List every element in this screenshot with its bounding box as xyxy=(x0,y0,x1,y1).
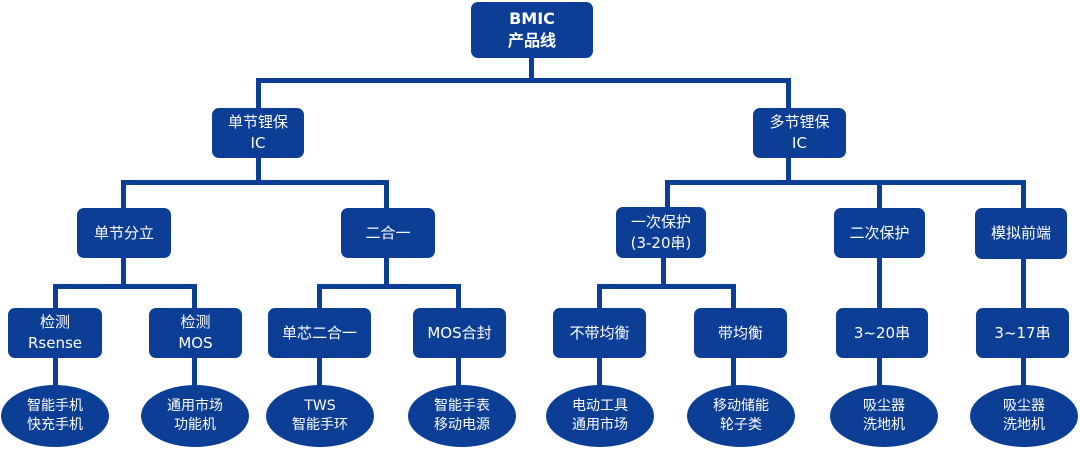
node-line1: 二合一 xyxy=(365,223,411,242)
connector xyxy=(786,158,791,182)
app-line1: 移动储能 xyxy=(713,398,769,414)
connector xyxy=(665,180,670,210)
connector xyxy=(53,284,58,310)
node-line2: MOS xyxy=(178,334,213,352)
connector xyxy=(877,180,882,210)
app-power-tools[interactable]: 电动工具 通用市场 xyxy=(546,385,654,447)
node-analog-frontend[interactable]: 模拟前端 xyxy=(975,208,1067,259)
app-line1: 通用市场 xyxy=(167,398,223,414)
node-line1: 一次保护 xyxy=(630,212,691,231)
app-energy-storage[interactable]: 移动储能 轮子类 xyxy=(687,385,795,447)
connector xyxy=(1021,258,1026,310)
connector xyxy=(1021,180,1026,210)
node-multi-cell-ic[interactable]: 多节锂保 IC xyxy=(753,108,846,158)
connector xyxy=(1021,358,1026,388)
connector xyxy=(317,284,322,310)
node-mos-package[interactable]: MOS合封 xyxy=(413,308,506,358)
connector xyxy=(665,180,1026,185)
app-line2: 通用市场 xyxy=(572,417,628,433)
node-line1: 3~17串 xyxy=(994,323,1051,342)
app-line2: 洗地机 xyxy=(863,417,905,433)
connector xyxy=(384,258,389,286)
node-line1: MOS合封 xyxy=(427,323,492,342)
connector xyxy=(877,258,882,310)
root-node-line2: 产品线 xyxy=(507,31,556,50)
connector xyxy=(256,78,791,83)
app-line2: 轮子类 xyxy=(720,417,762,433)
app-line2: 智能手环 xyxy=(292,417,348,433)
node-line1: 检测 xyxy=(39,313,70,331)
node-no-balancing[interactable]: 不带均衡 xyxy=(553,308,646,358)
node-single-chip-two-in-one[interactable]: 单芯二合一 xyxy=(268,308,371,358)
node-line1: 不带均衡 xyxy=(569,323,630,342)
node-line2: IC xyxy=(250,134,266,152)
app-line2: 移动电源 xyxy=(434,417,490,433)
node-3-17-series[interactable]: 3~17串 xyxy=(976,308,1069,358)
connector xyxy=(456,358,461,388)
connector xyxy=(256,158,261,182)
connector xyxy=(121,180,389,185)
node-line1: 模拟前端 xyxy=(990,224,1051,242)
app-floor-scrubber[interactable]: 吸尘器 洗地机 xyxy=(970,385,1078,447)
app-line2: 洗地机 xyxy=(1003,417,1045,433)
connector xyxy=(121,180,126,210)
connector xyxy=(192,358,197,388)
node-line1: 3~20串 xyxy=(853,323,911,342)
node-secondary-protection[interactable]: 二次保护 xyxy=(834,208,925,258)
app-line2: 快充手机 xyxy=(27,417,83,433)
node-detect-mos[interactable]: 检测 MOS xyxy=(149,308,242,358)
app-tws[interactable]: TWS 智能手环 xyxy=(266,385,374,447)
app-line1: 智能手表 xyxy=(434,398,490,414)
connector xyxy=(731,358,736,388)
connector xyxy=(877,358,882,388)
node-detect-rsense[interactable]: 检测 Rsense xyxy=(8,308,102,358)
root-node[interactable]: BMIC 产品线 xyxy=(471,2,593,58)
connector xyxy=(529,58,534,80)
connector xyxy=(256,78,261,110)
connector xyxy=(384,180,389,210)
app-line1: 智能手机 xyxy=(27,398,83,414)
connector xyxy=(53,284,197,289)
connector xyxy=(597,284,602,310)
connector xyxy=(661,258,666,286)
node-line2: Rsense xyxy=(27,334,83,352)
node-two-in-one[interactable]: 二合一 xyxy=(341,208,435,258)
app-smartwatch[interactable]: 智能手表 移动电源 xyxy=(408,385,516,447)
app-line1: TWS xyxy=(304,398,336,414)
node-line1: 多节锂保 xyxy=(769,113,830,131)
app-vacuum-cleaner[interactable]: 吸尘器 洗地机 xyxy=(830,385,938,447)
connector xyxy=(317,284,461,289)
app-line1: 电动工具 xyxy=(572,398,628,414)
node-line1: 单节锂保 xyxy=(227,113,288,131)
app-line2: 功能机 xyxy=(174,417,216,433)
node-single-cell-ic[interactable]: 单节锂保 IC xyxy=(212,108,304,158)
app-smartphone[interactable]: 智能手机 快充手机 xyxy=(1,385,109,447)
node-line1: 检测 xyxy=(180,313,211,331)
connector xyxy=(317,358,322,388)
node-line2: IC xyxy=(792,134,807,152)
node-line1: 二次保护 xyxy=(849,223,910,242)
connector xyxy=(597,358,602,388)
connector xyxy=(456,284,461,310)
node-line1: 单芯二合一 xyxy=(281,323,357,342)
node-single-discrete[interactable]: 单节分立 xyxy=(77,208,171,258)
node-line2: (3-20串) xyxy=(630,233,692,252)
connector xyxy=(121,258,126,286)
app-line1: 吸尘器 xyxy=(1003,398,1045,414)
node-3-20-series[interactable]: 3~20串 xyxy=(836,308,928,358)
node-with-balancing[interactable]: 带均衡 xyxy=(694,308,787,358)
connector xyxy=(731,284,736,310)
app-line1: 吸尘器 xyxy=(863,398,905,414)
node-line1: 单节分立 xyxy=(93,223,154,242)
connector xyxy=(786,78,791,110)
node-line1: 带均衡 xyxy=(717,323,763,342)
connector xyxy=(597,284,736,289)
node-primary-protection[interactable]: 一次保护 (3-20串) xyxy=(616,207,706,258)
connector xyxy=(53,358,58,388)
connector xyxy=(192,284,197,310)
root-node-line1: BMIC xyxy=(509,9,555,28)
app-general-market[interactable]: 通用市场 功能机 xyxy=(141,385,249,447)
